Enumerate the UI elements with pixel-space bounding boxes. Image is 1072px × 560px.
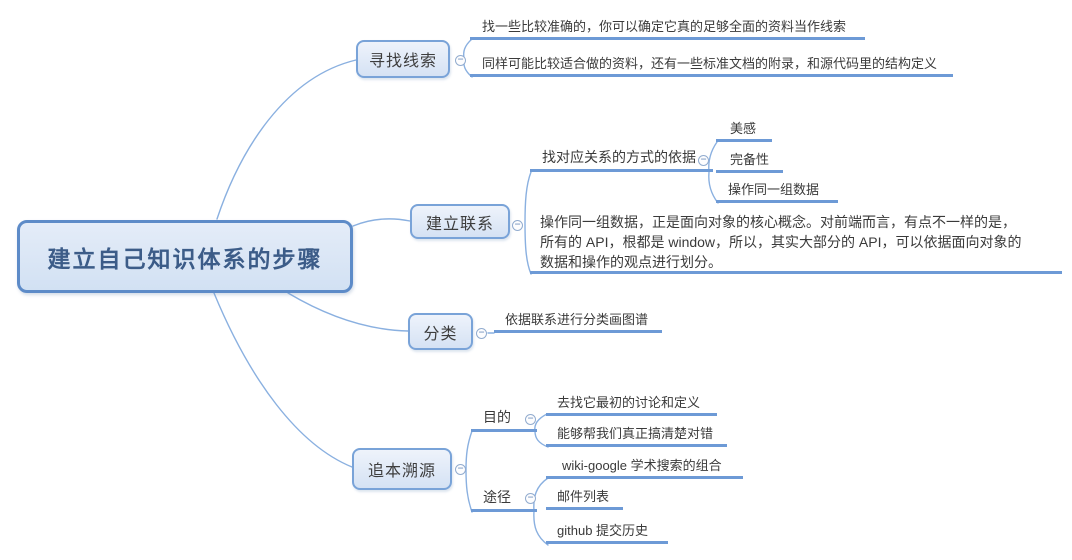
- subtopic-completeness[interactable]: 完备性: [716, 150, 783, 173]
- subtopic-connection-basis[interactable]: 找对应关系的方式的依据: [530, 148, 713, 172]
- minus-icon: −: [457, 54, 464, 65]
- subtopic-label: 能够帮我们真正搞清楚对错: [557, 426, 714, 441]
- collapse-button-ways[interactable]: −: [525, 493, 536, 504]
- topic-build-connections[interactable]: 建立联系: [410, 204, 510, 239]
- minus-icon: −: [478, 327, 485, 338]
- subtopic-clue-suitable-material[interactable]: 同样可能比较适合做的资料，还有一些标准文档的附录，和源代码里的结构定义: [470, 54, 953, 77]
- subtopic-ways[interactable]: 途径: [471, 489, 537, 512]
- subtopic-way-mailing-list[interactable]: 邮件列表: [546, 487, 623, 510]
- subtopic-label: 途径: [483, 489, 511, 505]
- subtopic-purpose[interactable]: 目的: [471, 409, 537, 432]
- minus-icon: −: [700, 154, 707, 165]
- topic-find-clues[interactable]: 寻找线索: [356, 40, 450, 78]
- subtopic-clue-accurate-material[interactable]: 找一些比较准确的，你可以确定它真的足够全面的资料当作线索: [470, 17, 865, 40]
- minus-icon: −: [514, 219, 521, 230]
- collapse-button-trace-origin[interactable]: −: [455, 464, 466, 475]
- collapse-button-classify[interactable]: −: [476, 328, 487, 339]
- subtopic-label: 去找它最初的讨论和定义: [557, 395, 701, 410]
- subtopic-oop-paragraph[interactable]: 操作同一组数据，正是面向对象的核心概念。对前端而言，有点不一样的是，所有的 AP…: [530, 211, 1062, 274]
- subtopic-label: 找对应关系的方式的依据: [542, 149, 696, 165]
- subtopic-label: 美感: [730, 121, 757, 136]
- subtopic-aesthetics[interactable]: 美感: [716, 119, 772, 142]
- topic-trace-origin-label: 追本溯源: [367, 463, 436, 480]
- subtopic-purpose-clarify-right-wrong[interactable]: 能够帮我们真正搞清楚对错: [546, 424, 727, 447]
- subtopic-label: 同样可能比较适合做的资料，还有一些标准文档的附录，和源代码里的结构定义: [482, 56, 938, 71]
- connector-root-trace-origin: [213, 292, 353, 468]
- subtopic-way-github-history[interactable]: github 提交历史: [546, 521, 668, 544]
- subtopic-label: 目的: [483, 409, 511, 425]
- subtopic-label: 依据联系进行分类画图谱: [505, 312, 649, 327]
- topic-classify[interactable]: 分类: [408, 313, 473, 350]
- subtopic-same-data-group[interactable]: 操作同一组数据: [716, 180, 838, 203]
- collapse-button-find-clues[interactable]: −: [455, 55, 466, 66]
- minus-icon: −: [527, 492, 534, 503]
- subtopic-label: 找一些比较准确的，你可以确定它真的足够全面的资料当作线索: [482, 19, 847, 34]
- subtopic-label: 操作同一组数据，正是面向对象的核心概念。对前端而言，有点不一样的是，所有的 AP…: [540, 214, 1022, 270]
- collapse-button-connection-basis[interactable]: −: [698, 155, 709, 166]
- subtopic-way-wiki-google[interactable]: wiki-google 学术搜索的组合: [546, 456, 743, 479]
- subtopic-purpose-original-discussion[interactable]: 去找它最初的讨论和定义: [546, 393, 717, 416]
- minus-icon: −: [527, 413, 534, 424]
- connector-root-build-connections: [352, 218, 411, 227]
- subtopic-classify-by-connection[interactable]: 依据联系进行分类画图谱: [494, 310, 662, 333]
- subtopic-label: 邮件列表: [557, 489, 610, 504]
- subtopic-label: wiki-google 学术搜索的组合: [562, 458, 722, 473]
- root-topic-label: 建立自己知识体系的步骤: [47, 245, 323, 272]
- root-topic[interactable]: 建立自己知识体系的步骤: [17, 220, 353, 293]
- topic-build-connections-label: 建立联系: [425, 215, 494, 233]
- topic-find-clues-label: 寻找线索: [368, 53, 437, 70]
- topic-classify-label: 分类: [423, 325, 458, 343]
- subtopic-label: 操作同一组数据: [728, 182, 820, 197]
- topic-trace-origin[interactable]: 追本溯源: [352, 448, 452, 490]
- subtopic-label: github 提交历史: [557, 523, 649, 538]
- subtopic-label: 完备性: [730, 152, 770, 167]
- collapse-button-build-connections[interactable]: −: [512, 220, 523, 231]
- connector-root-find-clues: [216, 59, 357, 220]
- connector-root-classify: [287, 292, 409, 332]
- minus-icon: −: [457, 463, 464, 474]
- collapse-button-purpose[interactable]: −: [525, 414, 536, 425]
